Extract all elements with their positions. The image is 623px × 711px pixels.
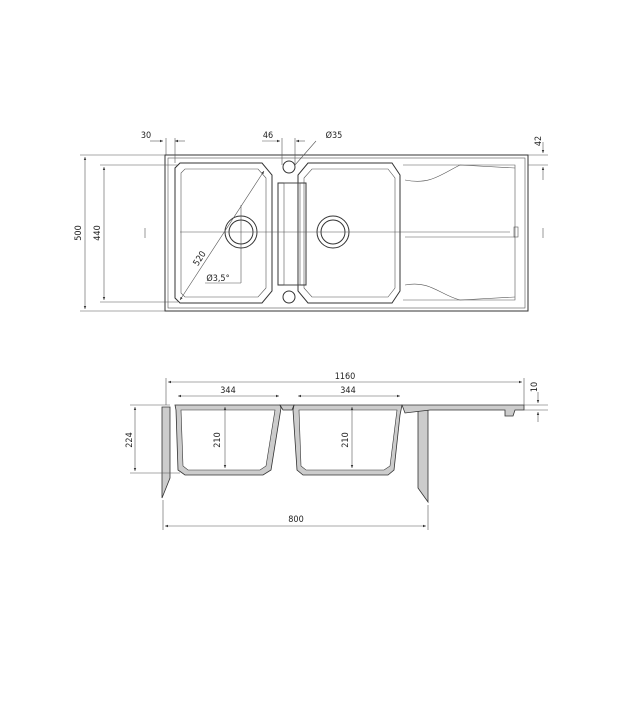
sink-outline: [164, 154, 529, 312]
dim-440: 440: [93, 225, 103, 240]
dim-210-left: 210: [213, 432, 223, 447]
left-cabinet-wall: [161, 406, 171, 499]
dim-10: 10: [530, 382, 540, 392]
divider-channel: [277, 182, 307, 286]
dim-800: 800: [288, 515, 303, 525]
dim-46: 46: [263, 131, 273, 141]
dim-tap-hole: Ø35: [326, 130, 343, 141]
dim-344-right: 344: [340, 386, 355, 396]
dim-210-right: 210: [341, 432, 351, 447]
dim-1160: 1160: [335, 372, 356, 382]
drainer: [403, 164, 519, 301]
tap-hole-icon: [282, 160, 296, 174]
dim-30: 30: [141, 131, 151, 141]
dim-224: 224: [125, 432, 135, 447]
dim-520: 520: [192, 250, 209, 268]
right-bowl: [297, 162, 401, 304]
tap-hole-icon: [282, 290, 296, 304]
dim-slope: Ø3,5°: [206, 273, 229, 284]
dim-42: 42: [534, 136, 544, 146]
dim-344-left: 344: [220, 386, 235, 396]
drainer-section: [401, 404, 525, 417]
side-view: 224 1160 344 344 210 210 10 800: [125, 372, 548, 530]
right-cabinet-wall: [417, 409, 429, 504]
dim-500: 500: [74, 225, 84, 240]
left-bowl: [174, 162, 273, 304]
top-view: 500 440 30 46 Ø35 42 520 Ø3,5°: [74, 130, 548, 312]
